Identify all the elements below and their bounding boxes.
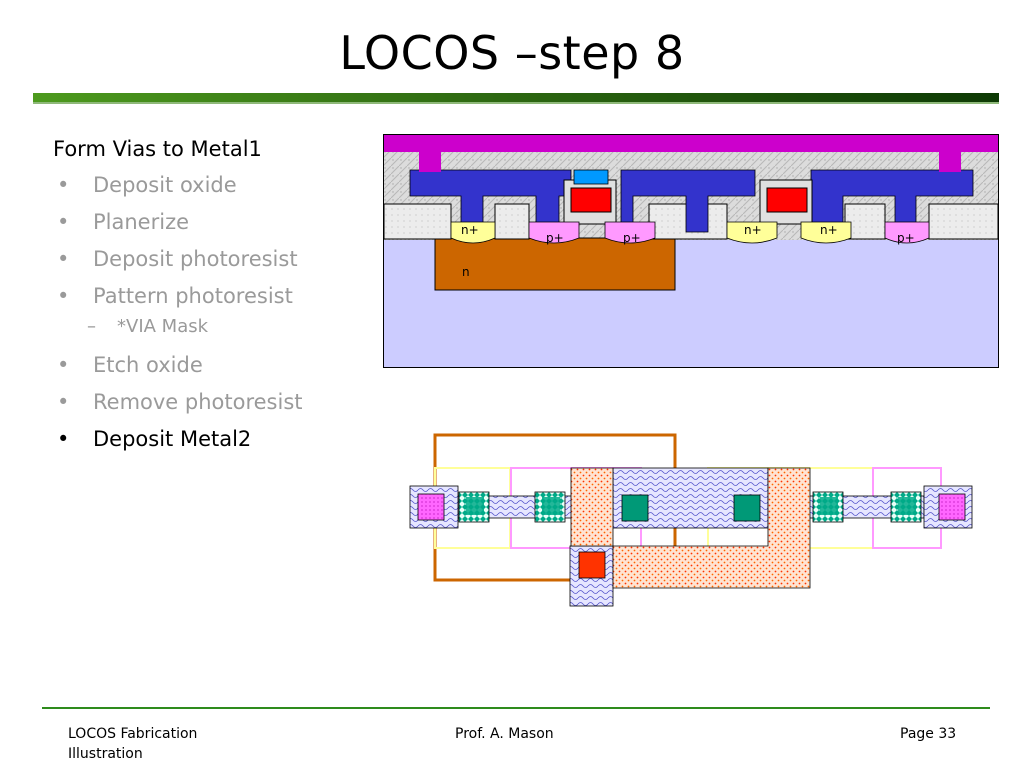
footer-divider xyxy=(42,707,990,709)
bullet-heading: Form Vias to Metal1 xyxy=(53,137,262,161)
contact-inner xyxy=(733,494,761,522)
layout-diagram xyxy=(409,433,973,607)
label-p-plus: p+ xyxy=(897,231,915,245)
footer-left: LOCOS Fabrication Illustration xyxy=(68,726,198,762)
slide-title: LOCOS –step 8 xyxy=(339,26,685,80)
metal2 xyxy=(384,135,998,152)
bullet-item: •Planerize xyxy=(57,210,190,234)
bullet-item: •Deposit photoresist xyxy=(57,247,298,271)
bullet-item: •Remove photoresist xyxy=(57,390,303,414)
bullet-item: •Deposit oxide xyxy=(57,173,237,197)
footer-center: Prof. A. Mason xyxy=(455,726,554,742)
label-p-plus: p+ xyxy=(623,231,641,245)
label-p-plus: p+ xyxy=(546,231,564,245)
metal2-plug xyxy=(419,152,441,172)
poly-contact xyxy=(578,551,606,579)
metal2-via xyxy=(938,493,966,521)
contact-inner xyxy=(621,494,649,522)
bullet-item: •Pattern photoresist xyxy=(57,284,293,308)
label-n-plus: n+ xyxy=(461,223,479,237)
cross-section-diagram: n+ p+ p+ n+ n+ p+ n xyxy=(383,134,999,368)
p-plus-diffusion xyxy=(604,221,656,244)
p-plus-diffusion xyxy=(884,221,930,244)
title-underline-shadow xyxy=(33,102,999,104)
bullet-item-current: •Deposit Metal2 xyxy=(57,427,252,451)
poly-gate xyxy=(570,467,811,589)
n-plus-diffusion xyxy=(726,221,778,244)
poly-gate xyxy=(570,187,612,213)
contact-inner xyxy=(542,497,560,515)
n-plus-diffusion xyxy=(800,221,852,244)
via xyxy=(573,169,609,185)
label-n-plus: n+ xyxy=(820,223,838,237)
n-plus-diffusion xyxy=(450,221,496,244)
title-underline xyxy=(33,93,999,102)
n-well xyxy=(434,237,676,291)
footer-page-number: Page 33 xyxy=(900,726,957,742)
label-n-plus: n+ xyxy=(744,223,762,237)
bullet-list: Form Vias to Metal1 •Deposit oxide •Plan… xyxy=(53,136,383,463)
contact-inner xyxy=(898,497,916,515)
p-plus-diffusion xyxy=(528,221,580,244)
contact-inner xyxy=(466,497,484,515)
metal2-plug xyxy=(939,152,961,172)
bullet-subitem: –*VIA Mask xyxy=(87,316,209,337)
label-n-well: n xyxy=(462,265,470,279)
bullet-item: •Etch oxide xyxy=(57,353,203,377)
contact-inner xyxy=(820,497,838,515)
poly-gate xyxy=(766,187,808,213)
metal2-via xyxy=(417,493,445,521)
